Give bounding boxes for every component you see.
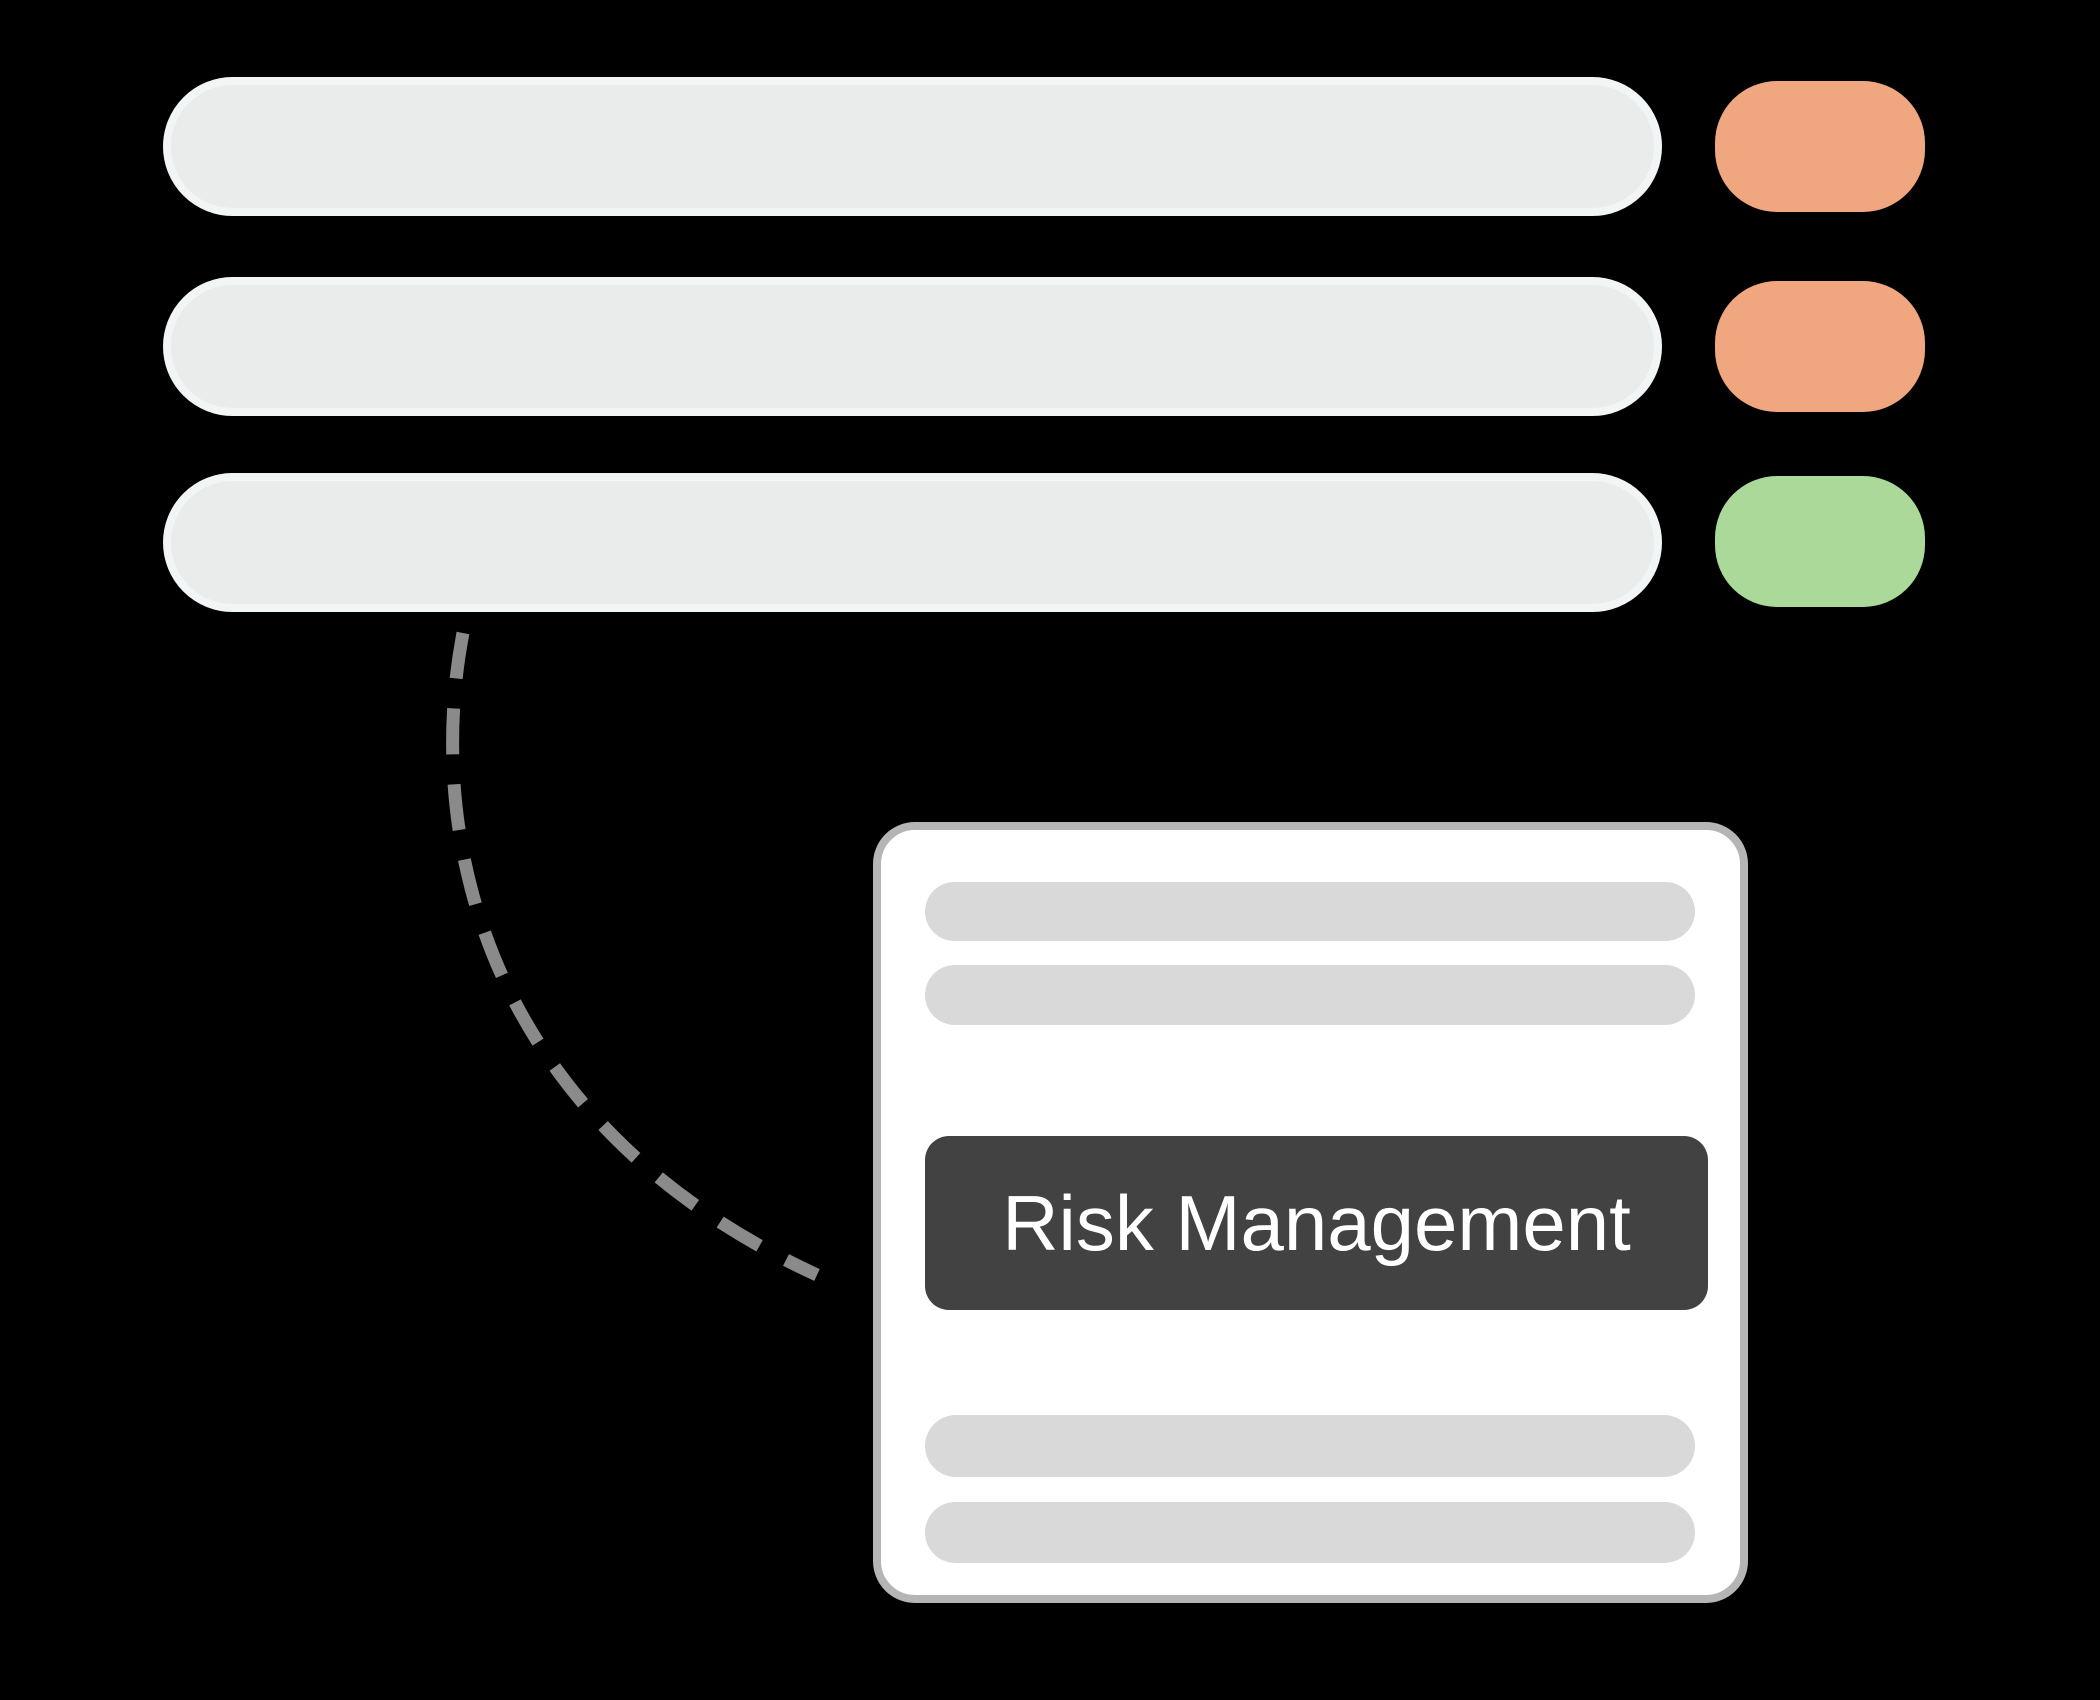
status-badge-orange-1 (1715, 81, 1925, 212)
card-skeleton-line-4 (925, 1502, 1695, 1563)
card-skeleton-line-1 (925, 882, 1695, 941)
risk-management-button[interactable]: Risk Management (925, 1136, 1708, 1310)
card-skeleton-line-3 (925, 1415, 1695, 1477)
card-skeleton-line-2 (925, 965, 1695, 1025)
status-badge-orange-2 (1715, 281, 1925, 412)
skeleton-row-3 (163, 473, 1662, 612)
skeleton-row-1 (163, 77, 1662, 216)
callout-card: Risk Management (873, 822, 1748, 1603)
connector-dashed-path (446, 631, 820, 1281)
status-badge-green (1715, 476, 1925, 607)
skeleton-row-2 (163, 277, 1662, 416)
